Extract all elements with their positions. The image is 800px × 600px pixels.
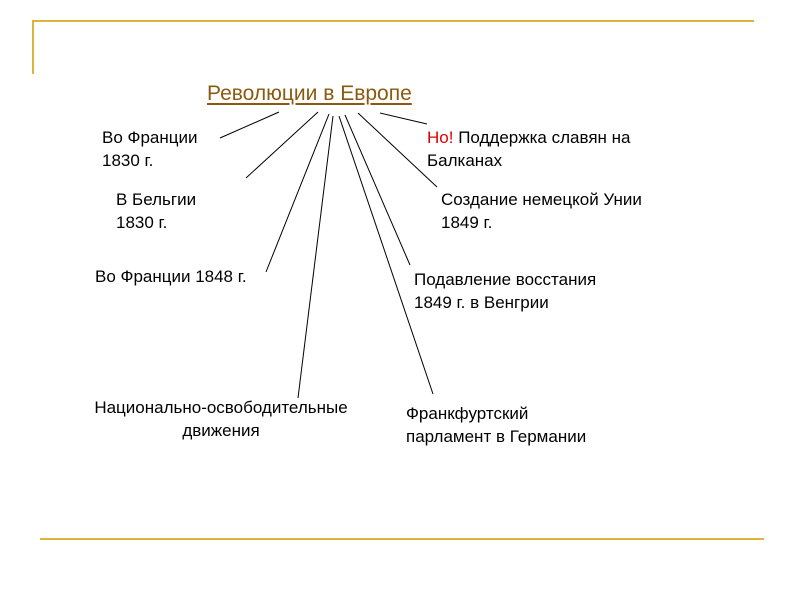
node-line: парламент в Германии [406, 427, 587, 446]
node-line: Франкфуртский [406, 404, 529, 423]
node-national-movements: Национально-освободительные движения [54, 396, 388, 442]
node-line: Во Франции 1848 г. [95, 267, 247, 286]
node-line: 1830 г. [102, 151, 154, 170]
connector-france-1830 [219, 111, 280, 139]
frame-top-border [32, 20, 754, 22]
node-hungary-suppression: Подавление восстания 1849 г. в Венгрии [414, 268, 596, 314]
node-line: 1849 г. в Венгрии [414, 293, 549, 312]
node-line: Балканах [427, 151, 503, 170]
connector-belgium-1830 [245, 111, 319, 179]
node-france-1848: Во Франции 1848 г. [95, 265, 247, 288]
node-line: 1830 г. [116, 213, 168, 232]
frame-bottom-border [40, 538, 764, 540]
node-line-text: Поддержка славян на [453, 128, 631, 147]
connector-national-movements [297, 115, 334, 399]
connector-slavs-support [379, 112, 428, 125]
node-line: Национально-освободительные [94, 398, 348, 417]
node-line: движения [182, 421, 260, 440]
diagram-title: Революции в Европе [207, 82, 412, 105]
node-belgium-1830: В Бельгии 1830 г. [116, 188, 196, 234]
node-line: Во Франции [102, 128, 198, 147]
connector-france-1848 [265, 113, 330, 273]
connector-hungary [344, 114, 411, 266]
node-frankfurt-parliament: Франкфуртский парламент в Германии [406, 402, 586, 448]
connector-german-union [357, 112, 438, 188]
node-line: Подавление восстания [414, 270, 597, 289]
node-german-union: Создание немецкой Унии 1849 г. [441, 188, 642, 234]
node-line: Но! Поддержка славян на [427, 126, 630, 149]
node-line: В Бельгии [116, 190, 197, 209]
frame-left-border [32, 20, 34, 74]
connector-frankfurt [338, 115, 434, 395]
node-france-1830: Во Франции 1830 г. [102, 126, 197, 172]
node-slavs-support: Но! Поддержка славян на Балканах [427, 126, 630, 172]
but-highlight: Но! [427, 128, 454, 147]
node-line: Создание немецкой Унии [441, 190, 642, 209]
node-line: 1849 г. [441, 213, 493, 232]
